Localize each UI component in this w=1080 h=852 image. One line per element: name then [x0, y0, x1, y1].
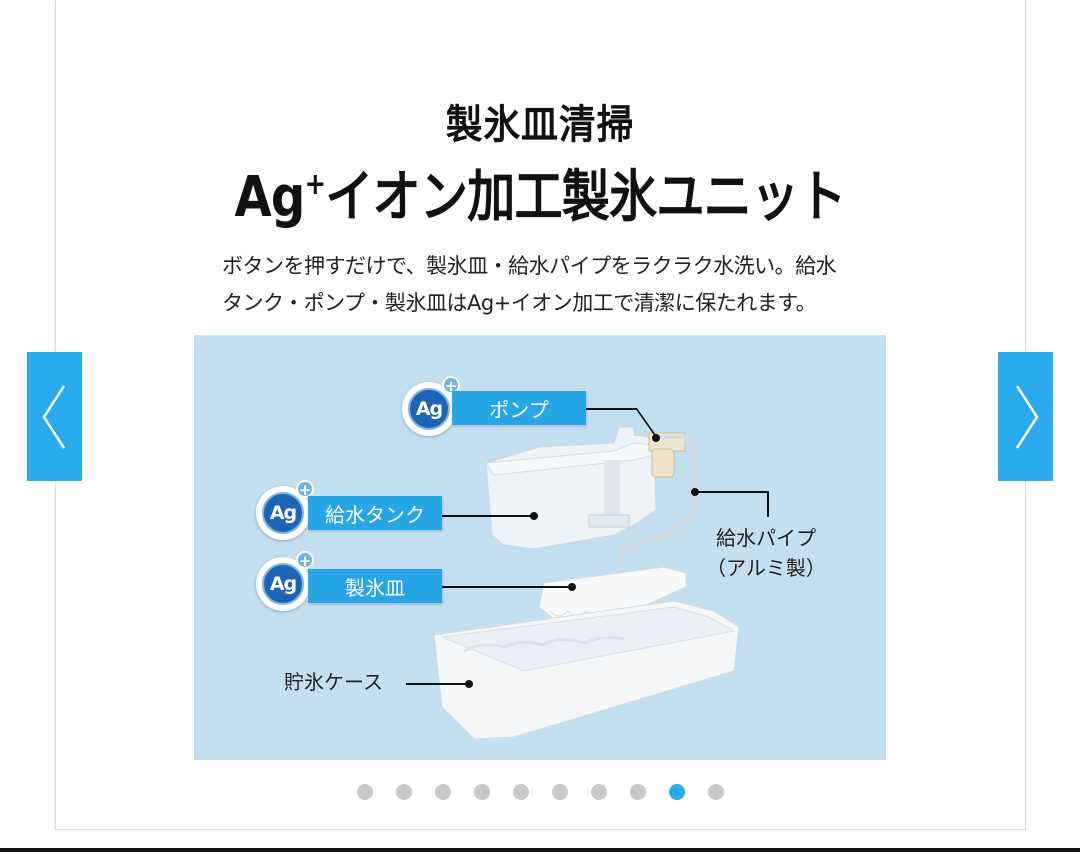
- slide-description: ボタンを押すだけで、製氷皿・給水パイプをラクラク水洗い。給水 タンク・ポンプ・製…: [222, 248, 862, 322]
- description-line-1: ボタンを押すだけで、製氷皿・給水パイプをラクラク水洗い。給水: [222, 254, 837, 278]
- title-ag: Ag: [234, 165, 305, 230]
- leader-pump: [586, 408, 636, 410]
- pointer-dot-tray: [568, 583, 576, 591]
- indicator-4[interactable]: [474, 784, 490, 800]
- description-line-2: タンク・ポンプ・製氷皿はAg+イオン加工で清潔に保たれます。: [222, 291, 817, 315]
- plus-icon: +: [296, 480, 314, 499]
- pointer-dot-tank: [530, 512, 538, 520]
- indicator-9-active[interactable]: [669, 784, 685, 800]
- label-water-tank: 給水タンク: [308, 496, 442, 530]
- ag-badge-tank: Ag +: [256, 480, 314, 540]
- indicator-1[interactable]: [357, 784, 373, 800]
- ag-badge-pump: Ag +: [402, 376, 460, 436]
- bottom-divider: [0, 848, 1080, 852]
- slide-title: Ag+イオン加工製氷ユニット: [76, 152, 1005, 233]
- indicator-10[interactable]: [708, 784, 724, 800]
- ag-badge-tray: Ag +: [256, 551, 314, 611]
- label-ice-tray: 製氷皿: [308, 569, 442, 603]
- pointer-dot-case: [465, 680, 473, 688]
- ag-icon: Ag: [408, 388, 450, 430]
- indicator-7[interactable]: [591, 784, 607, 800]
- leader-pipe: [695, 491, 769, 493]
- label-ice-case: 貯氷ケース: [284, 670, 383, 694]
- carousel-indicators: [357, 784, 724, 800]
- label-pump: ポンプ: [452, 391, 586, 425]
- leader-ice-tray: [442, 586, 572, 588]
- title-plus: +: [304, 167, 326, 202]
- plus-icon: +: [442, 376, 460, 395]
- indicator-8[interactable]: [630, 784, 646, 800]
- indicator-3[interactable]: [435, 784, 451, 800]
- title-rest: イオン加工製氷ユニット: [325, 165, 846, 230]
- ice-maker-diagram: Ag + ポンプ Ag + 給水タンク Ag + 製氷皿 給水パイプ （アルミ製…: [194, 335, 886, 760]
- indicator-6[interactable]: [552, 784, 568, 800]
- chevron-right-icon: [1015, 384, 1038, 449]
- ag-icon: Ag: [262, 492, 304, 534]
- leader-ice-case: [406, 683, 468, 685]
- leader-water-tank: [442, 515, 534, 517]
- prev-slide-button[interactable]: [27, 352, 82, 481]
- indicator-5[interactable]: [513, 784, 529, 800]
- slide-heading: 製氷皿清掃: [445, 102, 635, 148]
- plus-icon: +: [296, 551, 314, 570]
- pointer-dot-pump: [652, 434, 660, 442]
- indicator-2[interactable]: [396, 784, 412, 800]
- ice-maker-illustration: [433, 426, 740, 740]
- ag-icon: Ag: [262, 563, 304, 605]
- next-slide-button[interactable]: [998, 352, 1053, 481]
- chevron-left-icon: [42, 384, 65, 449]
- label-water-pipe: 給水パイプ （アルミ製）: [706, 526, 826, 580]
